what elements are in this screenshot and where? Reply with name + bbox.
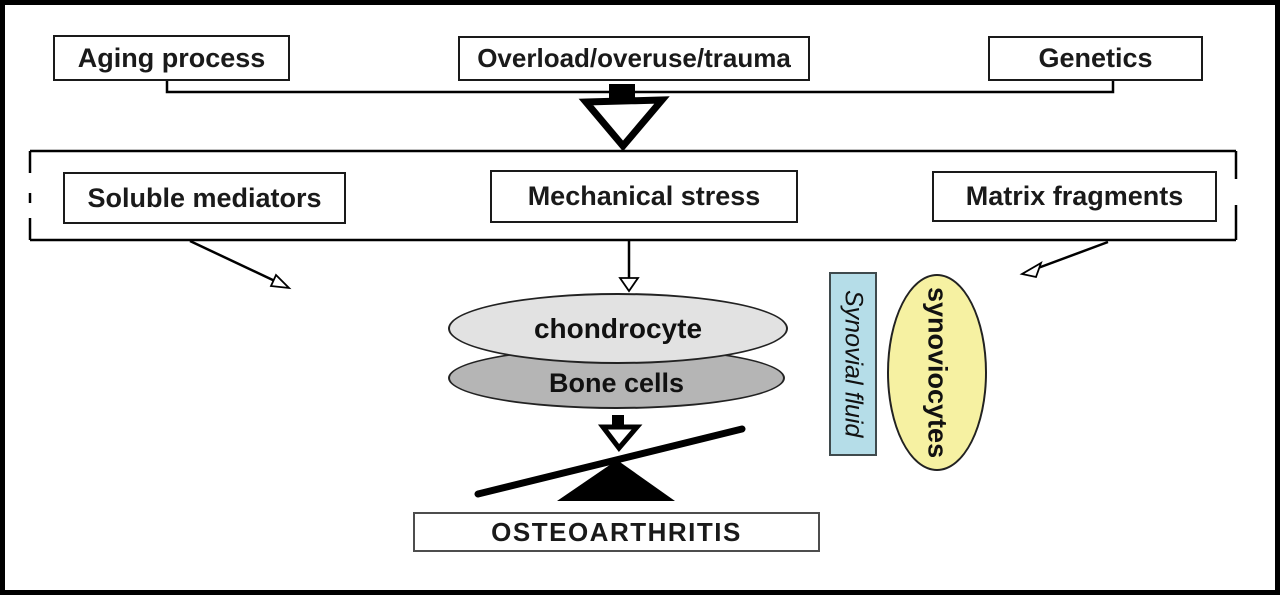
soluble-mediators-arrow [189,239,278,284]
balance-beam [474,425,746,498]
synovial-fluid-label: Synovial fluid [839,290,868,438]
bone-cells-label: Bone cells [548,368,685,398]
synovial-fluid-panel: Synovial fluid [829,272,877,456]
genetics-label: Genetics [1038,43,1153,73]
merge-line [165,80,1115,94]
soluble-mediators-box: Soluble mediators [63,172,346,224]
soluble-mediators-arrowhead [269,273,292,290]
balance-fulcrum [557,460,675,501]
big-down-arrow [578,96,670,152]
mechanical-stress-label: Mechanical stress [527,181,761,211]
osteoarthritis-label: OSTEOARTHRITIS [491,516,742,547]
mechanical-stress-arrowhead [618,277,640,293]
chondrocyte-label: chondrocyte [533,312,703,344]
matrix-fragments-arrowhead [1019,260,1043,279]
balance-arrow-stem [612,415,624,426]
overload-overuse-trauma-box: Overload/overuse/trauma [458,36,810,81]
overload-overuse-trauma-label: Overload/overuse/trauma [477,43,791,73]
aging-process-box: Aging process [53,35,290,81]
genetics-box: Genetics [988,36,1203,81]
matrix-fragments-box: Matrix fragments [932,171,1217,222]
soluble-mediators-label: Soluble mediators [87,182,322,213]
balance-arrow [597,424,643,452]
synoviocytes-label: synoviocytes [922,286,953,459]
matrix-fragments-arrow [1037,240,1109,270]
big-down-arrow-stem [609,84,635,103]
chondrocyte-ellipse: chondrocyte [448,293,788,364]
mechanical-stress-box: Mechanical stress [490,170,798,223]
aging-process-label: Aging process [77,42,266,73]
matrix-fragments-label: Matrix fragments [965,181,1184,211]
osteoarthritis-box: OSTEOARTHRITIS [413,512,820,552]
synoviocytes-ellipse: synoviocytes [887,274,987,471]
